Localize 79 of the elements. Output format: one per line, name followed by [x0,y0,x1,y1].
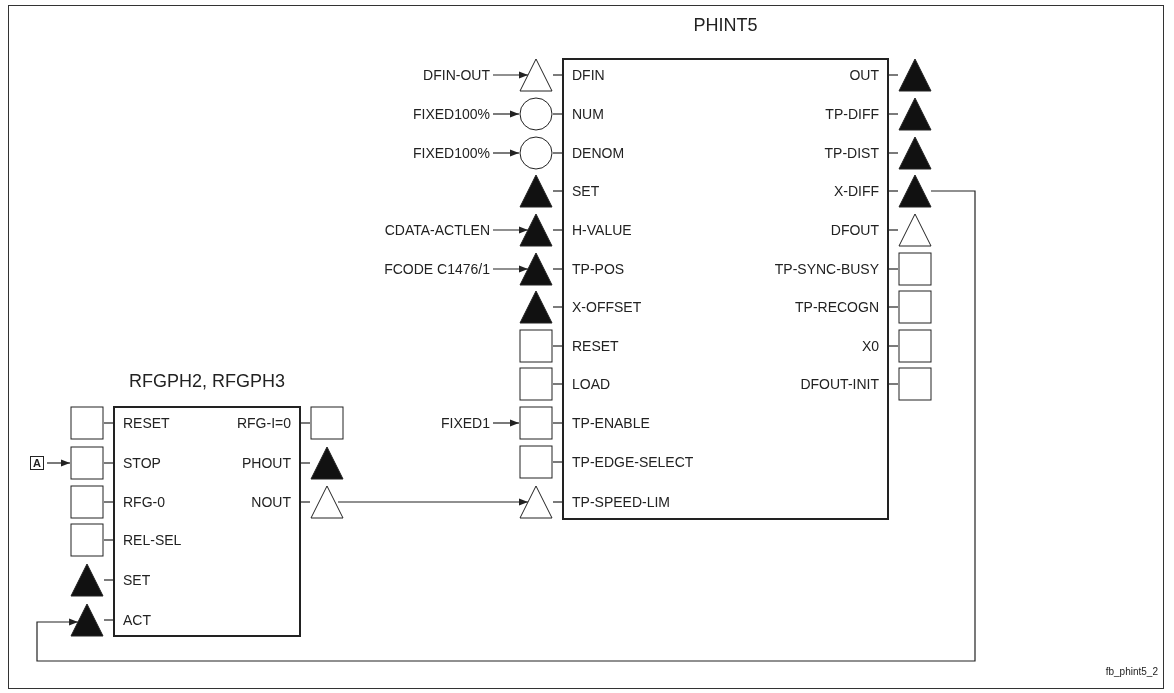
hollow-square-port-symbol [889,367,932,401]
hollow-triangle-port-symbol [301,485,344,519]
arrow [492,226,529,234]
hollow-square-port-symbol [70,406,113,440]
solid-triangle-port-symbol [889,174,932,208]
arrow [46,459,71,467]
hollow-square-port-symbol [70,485,113,519]
hollow-triangle-port-symbol [519,58,562,92]
port-name: TP-EDGE-SELECT [572,454,694,470]
port-name: NOUT [251,494,291,510]
port-name: ACT [123,612,151,628]
port-name: DFIN [572,67,605,83]
hollow-square-port-symbol [70,523,113,557]
port-name: H-VALUE [572,222,632,238]
port-name: TP-DIFF [825,106,879,122]
hollow-square-port-symbol [889,252,932,286]
port-name: SET [572,183,600,199]
solid-triangle-port-symbol [519,174,562,208]
solid-triangle-port-symbol [519,213,562,247]
hollow-square-port-symbol [889,329,932,363]
block-title: PHINT5 [692,14,759,36]
reference-marker: A [30,456,44,470]
signal-label: FIXED100% [412,145,490,161]
solid-triangle-port-symbol [70,603,113,637]
arrow [492,110,520,118]
hollow-square-port-symbol [70,446,113,480]
port-name: X0 [861,338,879,354]
port-name: TP-POS [572,261,625,277]
arrow [36,190,976,662]
port-name: RESET [572,338,619,354]
port-name: STOP [123,455,161,471]
port-name: TP-SYNC-BUSY [774,261,879,277]
hollow-square-port-symbol [301,406,344,440]
port-name: TP-ENABLE [572,415,650,431]
port-name: TP-SPEED-LIM [572,494,670,510]
hollow-circle-port-symbol [519,136,562,170]
arrow [337,498,529,506]
port-name: NUM [572,106,604,122]
port-name: SET [123,572,151,588]
signal-label: FIXED1 [441,415,490,431]
hollow-square-port-symbol [889,290,932,324]
port-name: TP-DIST [824,145,879,161]
solid-triangle-port-symbol [301,446,344,480]
solid-triangle-port-symbol [889,136,932,170]
port-name: RFG-0 [123,494,165,510]
solid-triangle-port-symbol [889,58,932,92]
port-name: PHOUT [242,455,291,471]
port-name: TP-RECOGN [795,299,879,315]
hollow-square-port-symbol [519,406,562,440]
signal-label: DFIN-OUT [423,67,490,83]
port-name: X-OFFSET [572,299,642,315]
hollow-triangle-port-symbol [519,485,562,519]
hollow-square-port-symbol [519,445,562,479]
arrow [492,71,529,79]
signal-label: CDATA-ACTLEN [384,222,490,238]
hollow-square-port-symbol [519,329,562,363]
port-name: LOAD [572,376,611,392]
hollow-square-port-symbol [519,367,562,401]
signal-label: FIXED100% [412,106,490,122]
solid-triangle-port-symbol [519,290,562,324]
port-name: OUT [849,67,879,83]
arrow [492,265,529,273]
arrow [492,419,520,427]
signal-label: FCODE C1476/1 [384,261,490,277]
block-title: RFGPH2, RFGPH3 [128,370,286,392]
port-name: DFOUT [830,222,879,238]
hollow-circle-port-symbol [519,97,562,131]
solid-triangle-port-symbol [889,97,932,131]
port-name: RFG-I=0 [236,415,291,431]
port-name: RESET [123,415,170,431]
solid-triangle-port-symbol [519,252,562,286]
port-name: REL-SEL [123,532,182,548]
figure-id: fb_phint5_2 [1105,666,1158,677]
solid-triangle-port-symbol [70,563,113,597]
port-name: DENOM [572,145,625,161]
port-name: DFOUT-INIT [800,376,879,392]
port-name: X-DIFF [833,183,879,199]
hollow-triangle-port-symbol [889,213,932,247]
arrow [492,149,520,157]
